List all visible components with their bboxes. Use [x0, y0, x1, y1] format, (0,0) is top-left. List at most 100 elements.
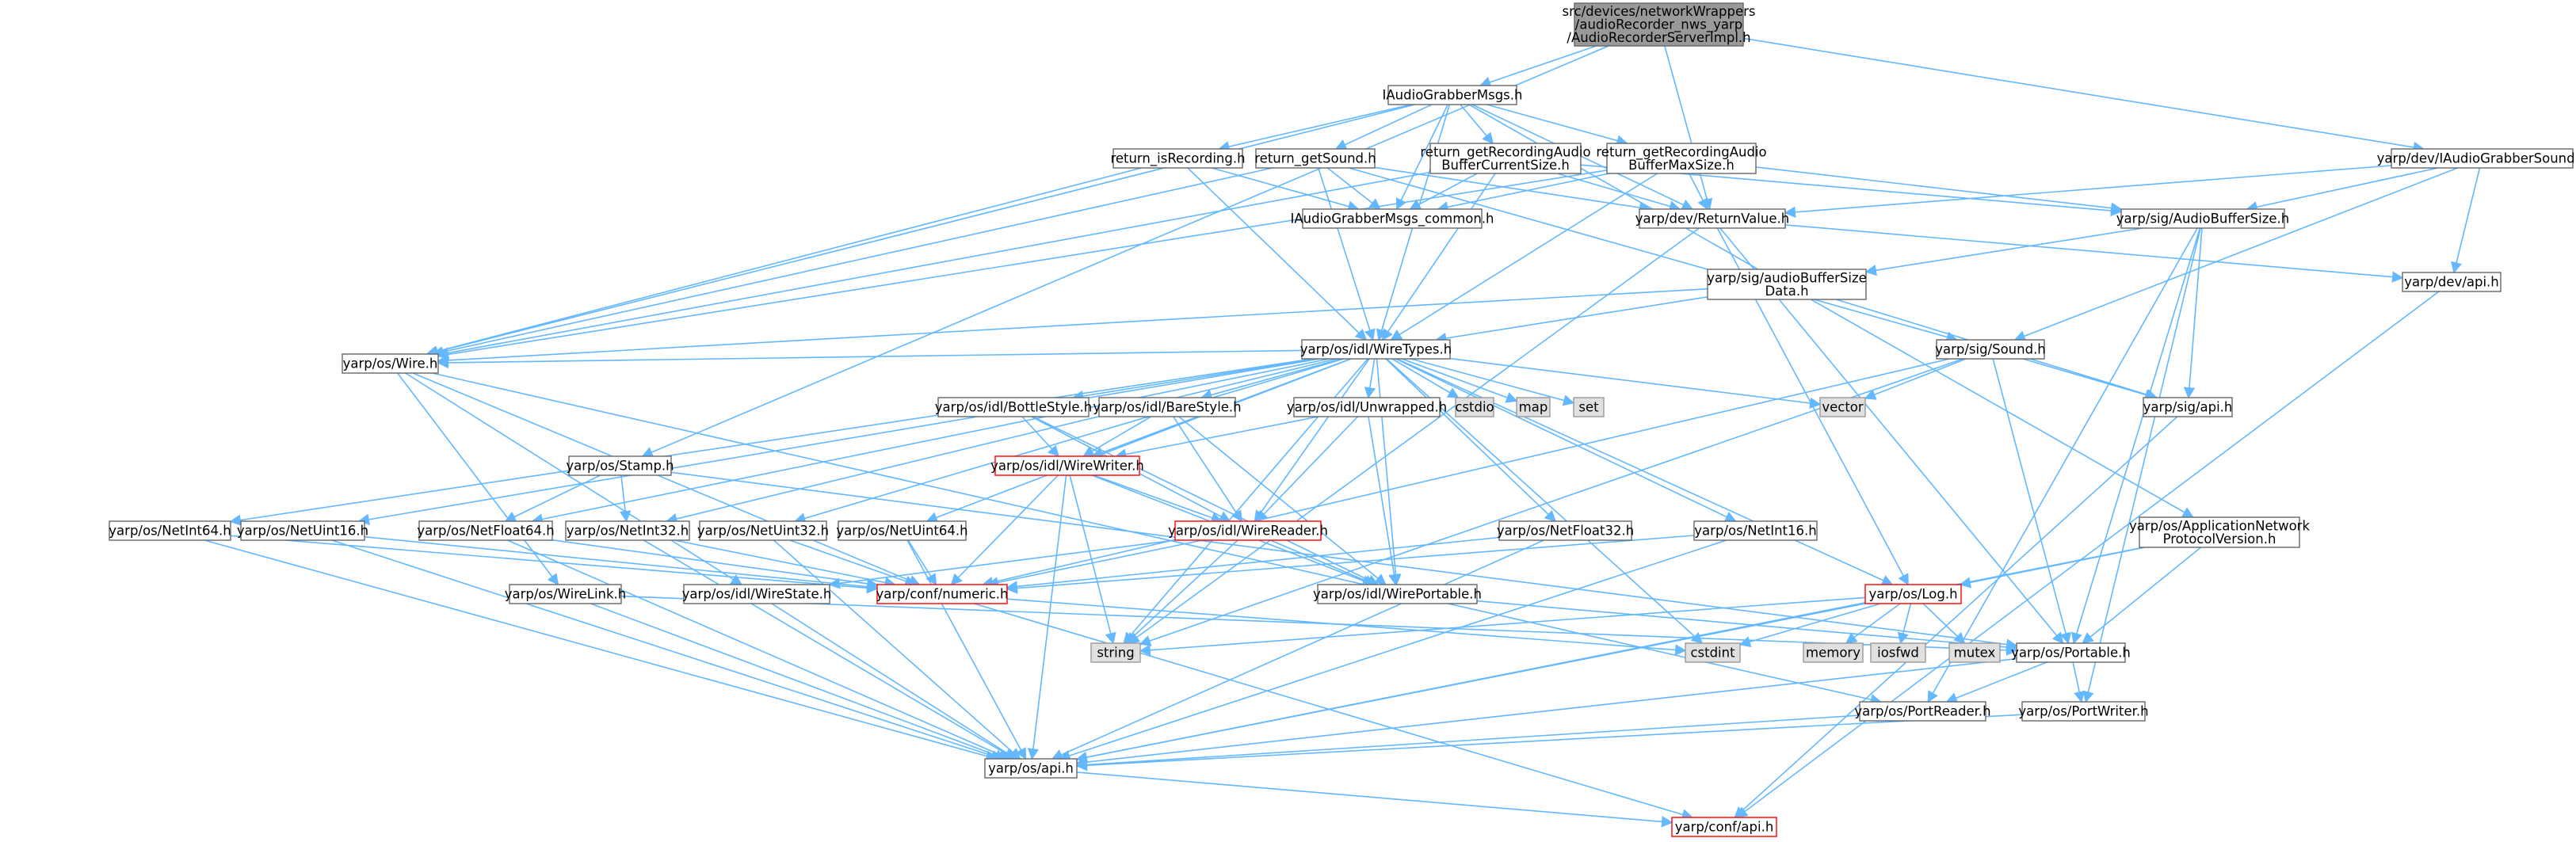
edge-retmax-to-wire	[437, 170, 1608, 360]
node-iosfwd: iosfwd	[1870, 642, 1926, 663]
edge-netfloat32-to-numeric	[1006, 536, 1500, 592]
edge-abs-to-portreader	[1927, 227, 2198, 703]
node-box-log	[1864, 584, 1962, 604]
node-netfloat32[interactable]: yarp/os/NetFloat32.h	[1497, 520, 1634, 541]
edge-unwrapped-to-wireportable	[1368, 416, 1400, 586]
edge-wirereader-to-wirestate	[828, 539, 1176, 589]
edge-netuint16-to-numeric	[364, 535, 879, 592]
node-label: yarp/os/idl/BottleStyle.h	[935, 400, 1092, 415]
edge-iagm-to-retcur	[1460, 104, 1494, 145]
node-box-portreader	[1859, 701, 1986, 722]
edge-barestyle-to-wirewriter	[1082, 416, 1152, 457]
edge-bottlestyle-to-wireportable	[1032, 416, 1380, 585]
node-wirestate[interactable]: yarp/os/idl/WireState.h	[682, 584, 832, 604]
edge-iags-to-sound	[2013, 167, 2458, 342]
node-wirelink[interactable]: yarp/os/WireLink.h	[505, 584, 627, 604]
node-box-set	[1573, 397, 1605, 417]
edge-retrec-to-common	[1211, 167, 1360, 212]
edge-netuint16-to-osapi	[331, 539, 1003, 761]
node-common[interactable]: IAudioGrabberMsgs_common.h	[1290, 208, 1494, 229]
node-wireportable[interactable]: yarp/os/idl/WirePortable.h	[1313, 584, 1482, 604]
edge-abs-to-portable	[2070, 227, 2201, 645]
node-appnet[interactable]: yarp/os/ApplicationNetworkProtocolVersio…	[2129, 516, 2310, 548]
node-wiretypes[interactable]: yarp/os/idl/WireTypes.h	[1300, 339, 1452, 360]
node-wirereader[interactable]: yarp/os/idl/WireReader.h	[1168, 520, 1328, 541]
node-iagm[interactable]: IAudioGrabberMsgs.h	[1383, 85, 1523, 105]
edge-log-to-osapi	[1075, 603, 1866, 764]
edge-iags-to-devapi	[2451, 167, 2481, 274]
node-box-netint64	[109, 520, 231, 541]
node-box-wirereader	[1174, 520, 1322, 541]
node-wirewriter[interactable]: yarp/os/idl/WireWriter.h	[990, 455, 1144, 476]
node-label: yarp/dev/IAudioGrabberSound.h	[2377, 151, 2576, 166]
edge-wirelink-to-osapi	[590, 603, 1007, 761]
node-numeric[interactable]: yarp/conf/numeric.h	[876, 584, 1009, 604]
node-label: yarp/conf/numeric.h	[876, 587, 1009, 602]
node-map: map	[1516, 397, 1551, 417]
node-iags[interactable]: yarp/dev/IAudioGrabberSound.h	[2377, 148, 2576, 169]
node-box-barestyle	[1098, 397, 1236, 417]
node-netint64[interactable]: yarp/os/NetInt64.h	[109, 520, 231, 541]
node-sigapi[interactable]: yarp/sig/api.h	[2143, 397, 2233, 417]
node-portable[interactable]: yarp/os/Portable.h	[2011, 642, 2131, 663]
node-netint32[interactable]: yarp/os/NetInt32.h	[565, 520, 690, 541]
edge-wirereader-to-wireportable	[1269, 539, 1376, 586]
node-wire[interactable]: yarp/os/Wire.h	[342, 353, 439, 374]
node-label: IAudioGrabberMsgs_common.h	[1290, 211, 1494, 227]
node-retsnd[interactable]: return_getSound.h	[1254, 148, 1376, 169]
node-portreader[interactable]: yarp/os/PortReader.h	[1854, 701, 1991, 722]
node-netint16[interactable]: yarp/os/NetInt16.h	[1693, 520, 1818, 541]
node-label: set	[1578, 400, 1599, 415]
node-log[interactable]: yarp/os/Log.h	[1864, 584, 1962, 604]
node-box-netuint64	[838, 520, 967, 541]
node-label: /audioRecorder_nws_yarp	[1575, 17, 1742, 33]
node-box-retsnd	[1255, 148, 1376, 169]
node-barestyle[interactable]: yarp/os/idl/BareStyle.h	[1093, 397, 1242, 417]
edge-wirestate-to-osapi	[771, 603, 1017, 760]
edge-netint64-to-numeric	[230, 535, 879, 594]
node-retrec[interactable]: return_isRecording.h	[1110, 148, 1246, 169]
node-netuint64[interactable]: yarp/os/NetUint64.h	[836, 520, 968, 541]
node-label: yarp/dev/ReturnValue.h	[1635, 211, 1789, 227]
node-retval[interactable]: yarp/dev/ReturnValue.h	[1635, 208, 1789, 229]
node-label: yarp/dev/api.h	[2404, 275, 2499, 290]
edge-iagm-to-retval	[1471, 104, 1694, 210]
node-confapi[interactable]: yarp/conf/api.h	[1671, 817, 1777, 837]
edge-root-to-stamp	[641, 45, 1609, 458]
node-unwrapped[interactable]: yarp/os/idl/Unwrapped.h	[1287, 397, 1447, 417]
edge-abs-to-absd	[1864, 227, 2143, 276]
edge-wiretypes-to-netint32	[666, 358, 1338, 524]
node-devapi[interactable]: yarp/dev/api.h	[2402, 272, 2502, 292]
node-netuint32[interactable]: yarp/os/NetUint32.h	[697, 520, 829, 541]
edge-iagm-to-retsnd	[1334, 104, 1433, 150]
node-sound[interactable]: yarp/sig/Sound.h	[1935, 339, 2046, 360]
node-label: yarp/conf/api.h	[1675, 820, 1774, 835]
node-netfloat64[interactable]: yarp/os/NetFloat64.h	[417, 520, 555, 541]
edge-sound-to-portable	[1992, 358, 2071, 645]
node-osapi[interactable]: yarp/os/api.h	[984, 758, 1078, 779]
node-label: yarp/os/NetUint16.h	[237, 524, 368, 539]
node-vector: vector	[1819, 397, 1866, 417]
edge-wire-to-wirelink	[396, 372, 559, 586]
edge-stamp-to-portable	[670, 471, 2018, 650]
node-box-sigapi	[2143, 397, 2233, 417]
edge-wirewriter-to-wirereader	[1093, 474, 1223, 524]
edge-retmax-to-abs	[1755, 166, 2123, 214]
node-box-netfloat32	[1498, 520, 1632, 541]
node-netuint16[interactable]: yarp/os/NetUint16.h	[237, 520, 368, 541]
node-label: BufferCurrentSize.h	[1441, 158, 1570, 173]
node-abs[interactable]: yarp/sig/AudioBufferSize.h	[2116, 208, 2289, 229]
edge-netfloat32-to-osapi	[1051, 539, 1544, 760]
node-portwriter[interactable]: yarp/os/PortWriter.h	[2018, 701, 2149, 722]
node-stamp[interactable]: yarp/os/Stamp.h	[566, 455, 674, 476]
edge-netuint64-to-numeric	[907, 539, 937, 586]
node-bottlestyle[interactable]: yarp/os/idl/BottleStyle.h	[935, 397, 1092, 417]
edge-netint16-to-numeric	[1006, 535, 1695, 594]
node-retcur[interactable]: return_getRecordingAudioBufferCurrentSiz…	[1420, 143, 1591, 174]
edge-wiretypes-to-netfloat64	[531, 358, 1330, 525]
node-box-numeric	[876, 584, 1008, 604]
node-label: ProtocolVersion.h	[2163, 531, 2276, 547]
node-box-string	[1090, 642, 1141, 663]
